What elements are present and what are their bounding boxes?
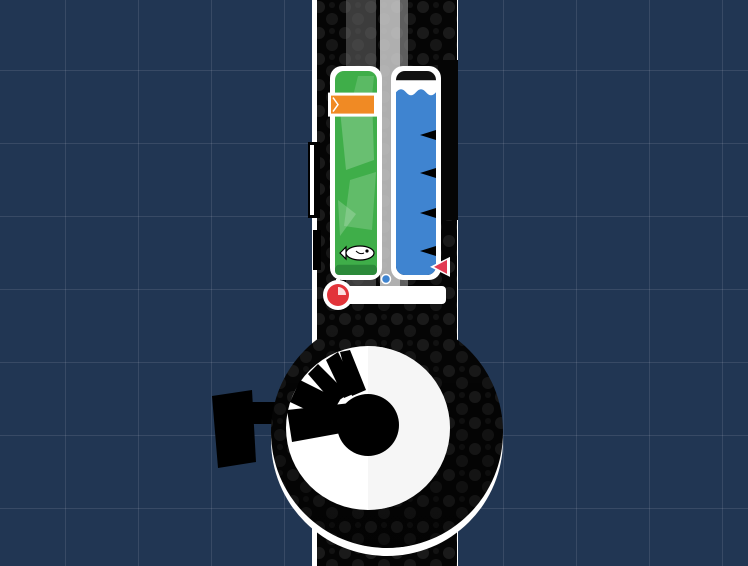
triangle-marker-icon (430, 256, 450, 277)
reel-hub (337, 394, 399, 456)
timer-bar (323, 279, 446, 310)
catch-progress-fill (335, 264, 377, 275)
fish-icon (339, 245, 375, 261)
tension-bar (391, 66, 441, 280)
fishing-reel[interactable] (271, 316, 503, 556)
foam (396, 80, 436, 96)
hook-zone[interactable] (328, 92, 377, 117)
line-knot (380, 273, 392, 285)
tension-fill (396, 83, 436, 276)
